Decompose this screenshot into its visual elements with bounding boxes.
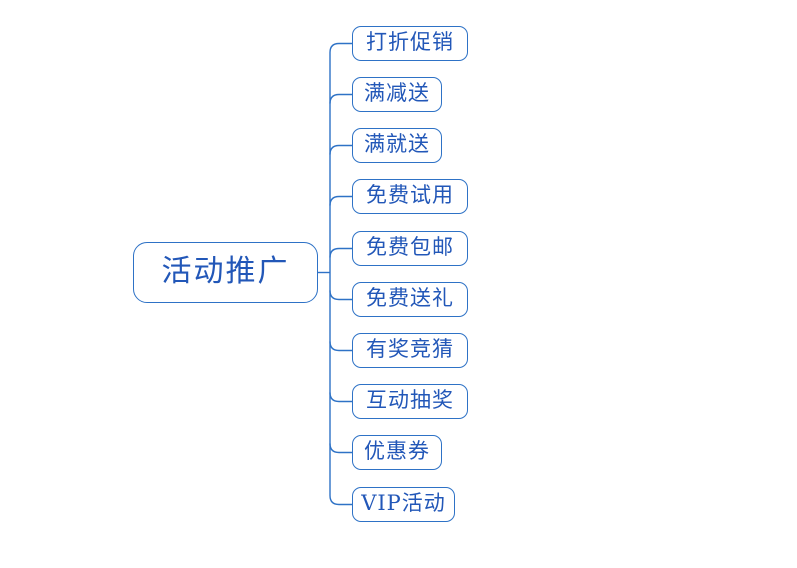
branch-line [329,144,352,155]
child-node[interactable]: 满减送 [352,77,442,112]
branch-line [329,341,352,352]
branch-line [329,247,352,258]
child-node[interactable]: 免费试用 [352,179,468,214]
branch-line [329,195,352,206]
branch-line [329,495,352,506]
branch-line [329,443,352,454]
root-node-label: 活动推广 [161,253,290,289]
root-node[interactable]: 活动推广 [133,242,318,303]
branch-line [329,392,352,403]
child-node[interactable]: 免费送礼 [352,282,468,317]
child-node-label: 打折促销 [366,30,454,54]
child-node[interactable]: 免费包邮 [352,231,468,266]
child-node[interactable]: 满就送 [352,128,442,163]
child-node-label: 满就送 [364,132,430,156]
branch-line [329,42,352,53]
child-node[interactable]: 优惠券 [352,435,442,470]
child-node-label: 有奖竞猜 [366,337,454,361]
child-node-label: 免费试用 [366,183,454,207]
child-node-label: 免费送礼 [366,286,454,310]
child-node-label: VIP活动 [361,491,446,515]
child-node[interactable]: 有奖竞猜 [352,333,468,368]
child-node[interactable]: VIP活动 [352,487,455,522]
child-node-label: 互动抽奖 [366,388,454,412]
child-node[interactable]: 互动抽奖 [352,384,468,419]
child-node-label: 满减送 [364,81,430,105]
child-node[interactable]: 打折促销 [352,26,468,61]
branch-line [329,93,352,104]
branch-line [329,290,352,301]
child-node-label: 优惠券 [364,439,430,463]
child-node-label: 免费包邮 [366,235,454,259]
